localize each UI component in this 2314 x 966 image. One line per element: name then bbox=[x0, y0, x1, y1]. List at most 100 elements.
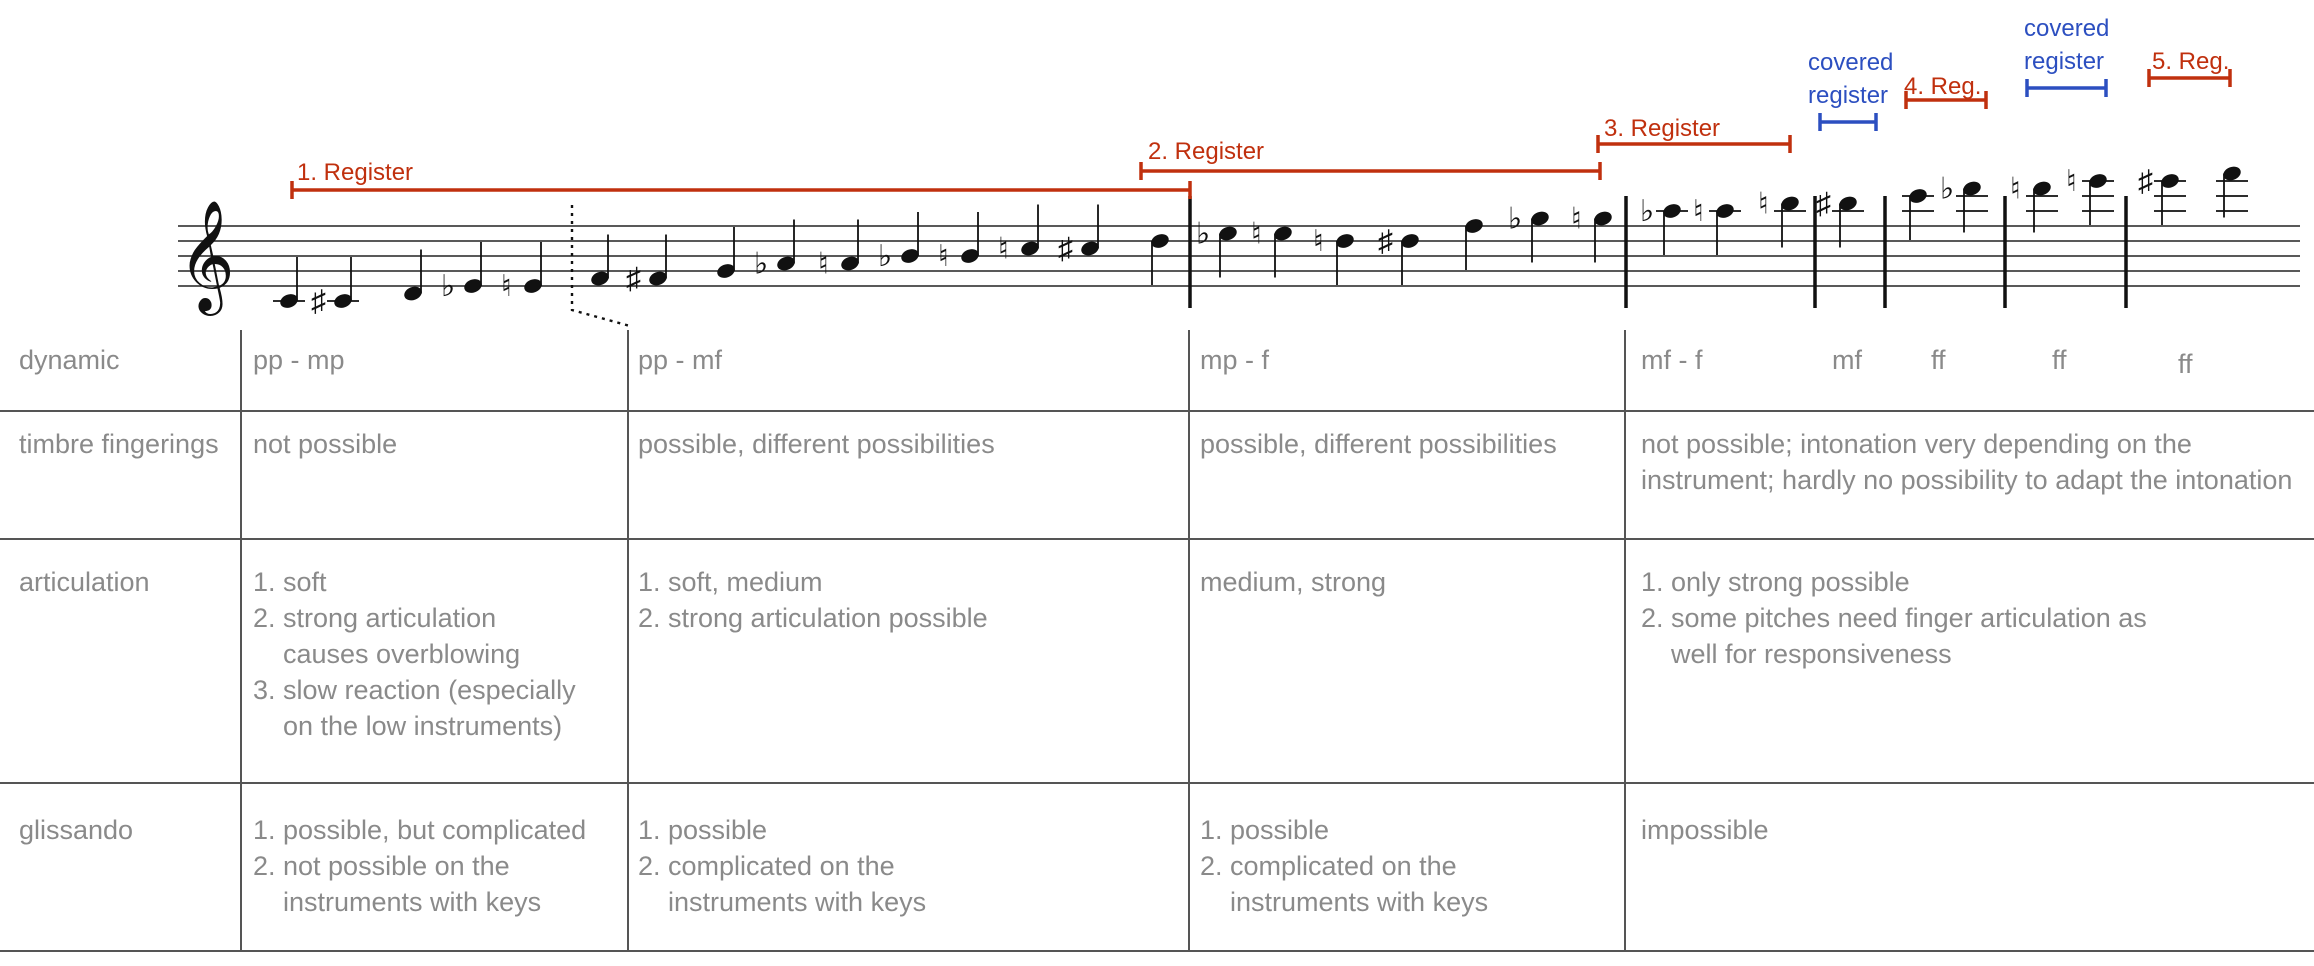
notes: ♯♭♮♯♭♮♭♮♮♯♭♮♮♯♭♮♭♮♮♯♭♮♮♯ bbox=[273, 165, 2248, 318]
register-label-line: register bbox=[2024, 48, 2104, 75]
register-label-line: register bbox=[1808, 82, 1888, 109]
register-label: covered register bbox=[1808, 49, 1893, 109]
list-item: 1.soft bbox=[253, 564, 576, 600]
list-item-text: possible bbox=[668, 812, 767, 848]
register-label-line: covered bbox=[2024, 15, 2109, 42]
note: ♭ bbox=[1196, 218, 1237, 278]
list-item-line: strong articulation possible bbox=[668, 603, 988, 633]
list-item-line: instruments with keys bbox=[283, 887, 542, 917]
flat-icon: ♭ bbox=[1640, 195, 1654, 228]
natural-icon: ♮ bbox=[1251, 218, 1262, 251]
row-label-timbre-fingerings: timbre fingerings bbox=[19, 429, 219, 459]
row-divider bbox=[0, 950, 2314, 952]
note bbox=[404, 249, 422, 301]
note: ♯ bbox=[1058, 204, 1099, 266]
note: ♮ bbox=[2066, 165, 2114, 225]
register-bracket: 2. Register bbox=[1139, 138, 1602, 180]
register-label-line: covered bbox=[1808, 49, 1893, 76]
note: ♯ bbox=[2138, 165, 2186, 225]
list-item-line: instruments with keys bbox=[1230, 887, 1489, 917]
row-label-articulation: articulation bbox=[19, 567, 150, 597]
row-label-glissando: glissando bbox=[19, 815, 134, 845]
register-bracket: 5. Reg. bbox=[2147, 48, 2232, 87]
natural-icon: ♮ bbox=[1758, 188, 1769, 221]
list-item-text: soft bbox=[283, 564, 327, 600]
natural-icon: ♮ bbox=[2010, 173, 2021, 206]
note bbox=[2216, 166, 2248, 218]
note: ♭ bbox=[1640, 195, 1688, 255]
column-divider bbox=[1188, 330, 1190, 950]
note: ♭ bbox=[1508, 203, 1549, 263]
register-label: 2. Register bbox=[1148, 138, 1264, 165]
natural-icon: ♮ bbox=[938, 240, 949, 273]
notehead bbox=[1663, 204, 1681, 218]
notehead bbox=[1909, 189, 1927, 203]
notehead bbox=[591, 271, 609, 286]
notehead bbox=[1716, 204, 1734, 218]
list-item-line: well for responsiveness bbox=[1671, 639, 1952, 669]
notehead bbox=[1274, 226, 1292, 241]
list-item-text: strong articulation possible bbox=[668, 600, 988, 636]
list-item-number: 3. bbox=[253, 675, 276, 705]
timbre-value: not possible; intonation very depending … bbox=[1641, 426, 2292, 498]
column-divider bbox=[240, 330, 242, 950]
dotted-divider bbox=[570, 205, 631, 328]
list-item-line: causes overblowing bbox=[283, 639, 521, 669]
notehead bbox=[777, 256, 795, 271]
list-item-number: 1. bbox=[1641, 567, 1664, 597]
flat-icon: ♭ bbox=[754, 248, 768, 281]
list-item: 1.possible, but complicated bbox=[253, 812, 586, 848]
list-item-number: 1. bbox=[253, 567, 276, 597]
register-label: 1. Register bbox=[297, 159, 413, 186]
sharp-icon: ♯ bbox=[311, 285, 326, 318]
note bbox=[1465, 219, 1483, 270]
timbre-value: possible, different possibilities bbox=[1200, 429, 1557, 459]
list-item-line: possible bbox=[668, 815, 768, 845]
list-item-number: 1. bbox=[638, 815, 661, 845]
note bbox=[1902, 189, 1934, 240]
note: ♭ bbox=[754, 219, 795, 281]
list-item-text: possible, but complicated bbox=[283, 812, 586, 848]
natural-icon: ♮ bbox=[501, 270, 512, 303]
covered-register-bracket: covered register bbox=[1808, 49, 1893, 131]
articulation-value: medium, strong bbox=[1200, 567, 1387, 597]
natural-icon: ♮ bbox=[2066, 165, 2077, 198]
notehead bbox=[1465, 219, 1483, 233]
notehead bbox=[2161, 174, 2179, 188]
note: ♭ bbox=[1940, 173, 1988, 233]
notehead bbox=[901, 249, 919, 263]
note: ♮ bbox=[2010, 173, 2058, 233]
notehead bbox=[1781, 196, 1799, 211]
natural-icon: ♮ bbox=[818, 248, 829, 281]
sharp-icon: ♯ bbox=[1378, 225, 1393, 258]
sharp-icon: ♯ bbox=[626, 263, 641, 296]
list-item: 1.possible bbox=[638, 812, 926, 848]
notehead bbox=[717, 264, 735, 278]
music-staff: 𝄞 bbox=[178, 201, 2300, 316]
list-item-line: some pitches need finger articulation as bbox=[1671, 603, 2147, 633]
list-item-number: 2. bbox=[1641, 603, 1664, 633]
notehead bbox=[524, 279, 542, 293]
natural-icon: ♮ bbox=[1313, 225, 1324, 258]
timbre-value-line: instrument; hardly no possibility to ada… bbox=[1641, 465, 2293, 495]
note: ♮ bbox=[1571, 203, 1612, 263]
register-label: 4. Reg. bbox=[1904, 73, 1981, 100]
flat-icon: ♭ bbox=[878, 240, 892, 273]
note: ♯ bbox=[626, 234, 667, 296]
note: ♮ bbox=[1251, 218, 1292, 278]
list-item-number: 1. bbox=[638, 567, 661, 597]
dynamic-value: ff bbox=[2052, 345, 2067, 375]
notehead bbox=[2033, 181, 2051, 196]
column-divider bbox=[1624, 330, 1626, 950]
note: ♮ bbox=[1693, 195, 1741, 255]
